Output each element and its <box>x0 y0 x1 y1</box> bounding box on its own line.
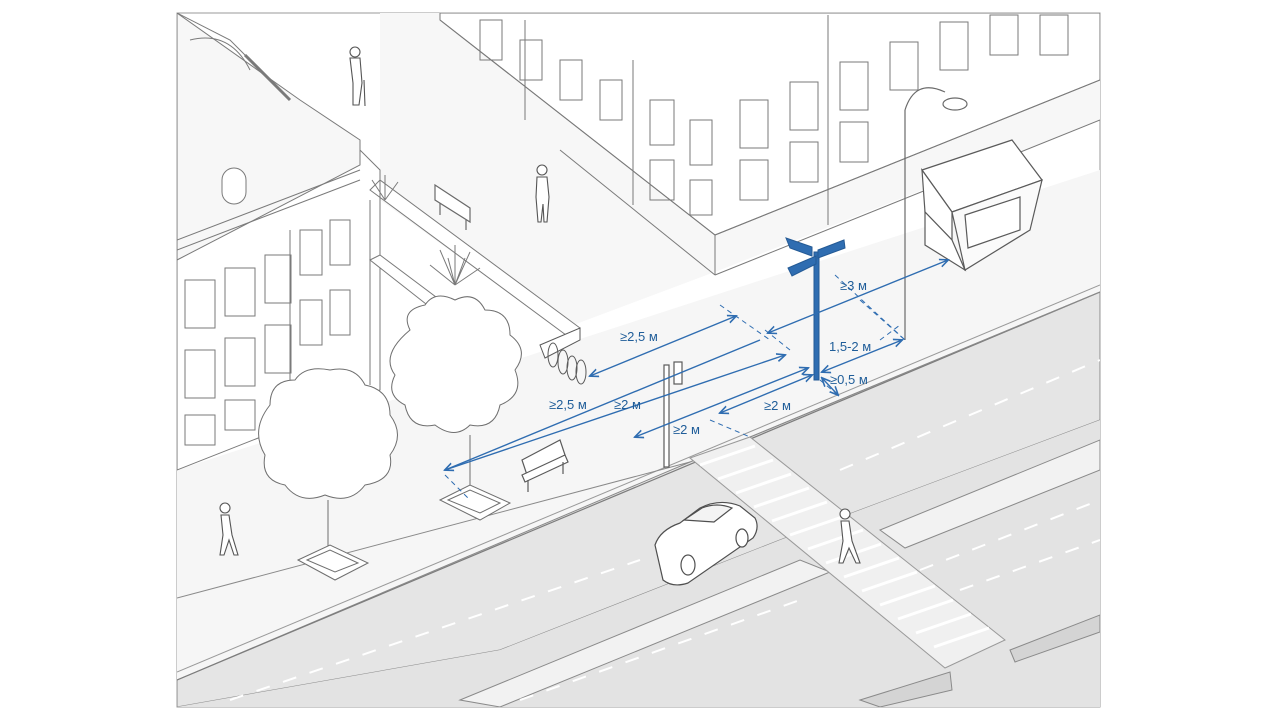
left-building <box>177 13 381 471</box>
label-walk-zone-a: ≥2 м <box>614 397 641 412</box>
arrow-curb-offset <box>822 378 838 395</box>
arrow-bike-zone <box>590 316 736 376</box>
plant-icon <box>371 175 481 286</box>
label-tree-zone: ≥2,5 м <box>549 397 587 412</box>
label-walk-zone-c: ≥2 м <box>764 398 791 413</box>
bench-icon <box>521 439 569 492</box>
arrow-walk-c <box>720 375 812 413</box>
top-building <box>439 13 1100 276</box>
pedestrian-icon <box>349 46 366 107</box>
arrow-kiosk-clearance <box>768 260 948 333</box>
car-icon <box>654 501 758 586</box>
arrow-lamp-offset <box>822 340 902 372</box>
dimension-arrows <box>445 260 948 470</box>
kiosk-icon <box>921 139 1043 272</box>
arrow-tree-zone <box>445 339 761 470</box>
label-bike-zone: ≥2,5 м <box>620 329 658 344</box>
pedestrian-icon <box>219 502 239 556</box>
label-lamp-offset: 1,5-2 м <box>829 339 871 354</box>
tree-icon <box>389 295 522 521</box>
bicycle-rack-icon <box>539 327 587 385</box>
pedestrian-icon <box>535 164 550 223</box>
bench-icon <box>434 183 471 230</box>
label-kiosk-clearance: ≥3 м <box>840 278 867 293</box>
label-walk-zone-b: ≥2 м <box>673 422 700 437</box>
label-curb-offset: ≥0,5 м <box>830 372 868 387</box>
pedestrian-icon <box>838 508 861 564</box>
tree-icon <box>258 368 398 581</box>
